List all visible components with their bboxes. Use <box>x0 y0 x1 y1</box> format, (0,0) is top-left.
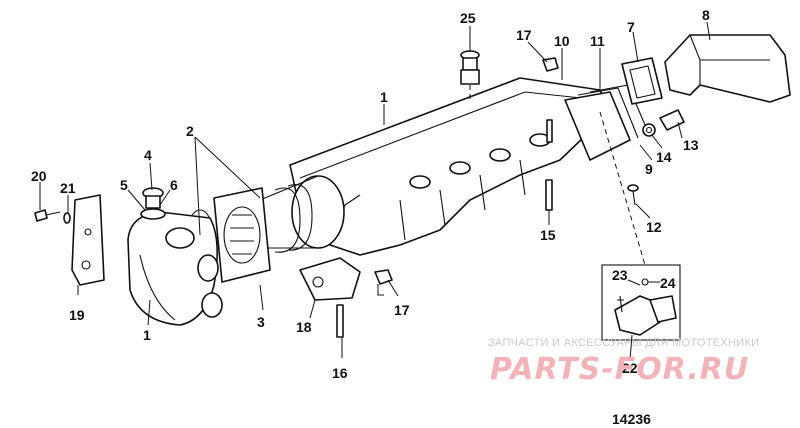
label-14: 14 <box>656 149 672 165</box>
washer-14 <box>642 123 656 137</box>
label-5: 5 <box>120 177 128 193</box>
fill-cap <box>140 187 166 220</box>
watermark-caption: ЗАПЧАСТИ И АКСЕССУАРЫ ДЛЯ МОТОТЕХНИКИ <box>488 337 759 349</box>
label-25: 25 <box>460 10 476 26</box>
label-9: 9 <box>645 161 653 177</box>
leader-lines <box>39 21 711 361</box>
label-3: 3 <box>257 314 265 330</box>
end-cap <box>127 211 223 326</box>
label-16: 16 <box>332 365 348 381</box>
label-19: 19 <box>69 307 85 323</box>
label-22: 22 <box>622 360 638 376</box>
stud-16 <box>336 304 344 338</box>
label-6: 6 <box>170 177 178 193</box>
label-8: 8 <box>702 7 710 23</box>
label-1-lower: 1 <box>143 327 151 343</box>
gasket-plate-7 <box>621 57 663 105</box>
screw-12 <box>627 184 639 206</box>
label-4: 4 <box>144 147 152 163</box>
heat-exchanger-core <box>259 175 345 253</box>
label-23: 23 <box>612 267 628 283</box>
watermark-brand: PARTS-FOR.RU <box>490 352 749 387</box>
gasket-18 <box>299 257 361 301</box>
washer-21 <box>63 212 71 224</box>
figure-number: 14236 <box>612 411 651 427</box>
label-18: 18 <box>296 319 312 335</box>
label-20: 20 <box>31 168 47 184</box>
label-15: 15 <box>540 227 556 243</box>
label-7: 7 <box>627 19 635 35</box>
label-17-upper: 17 <box>516 27 532 43</box>
fitting-13 <box>659 109 685 131</box>
label-21: 21 <box>60 180 76 196</box>
label-1: 1 <box>380 89 388 105</box>
part-labels: 1 2 3 4 5 6 7 8 9 10 11 12 13 14 15 16 1… <box>31 7 710 381</box>
label-17: 17 <box>394 302 410 318</box>
watermark: ЗАПЧАСТИ И АКСЕССУАРЫ ДЛЯ МОТОТЕХНИКИ PA… <box>488 337 759 387</box>
label-11: 11 <box>590 33 605 49</box>
bracket <box>71 194 105 286</box>
bolt-20 <box>34 209 61 222</box>
label-12: 12 <box>646 219 662 235</box>
plug-25 <box>460 50 480 85</box>
label-10: 10 <box>554 33 570 49</box>
exhaust-tube-8 <box>664 34 791 103</box>
label-13: 13 <box>683 137 699 153</box>
label-24: 24 <box>660 275 676 291</box>
label-2: 2 <box>186 123 194 139</box>
sensor-detail-box <box>601 264 681 341</box>
